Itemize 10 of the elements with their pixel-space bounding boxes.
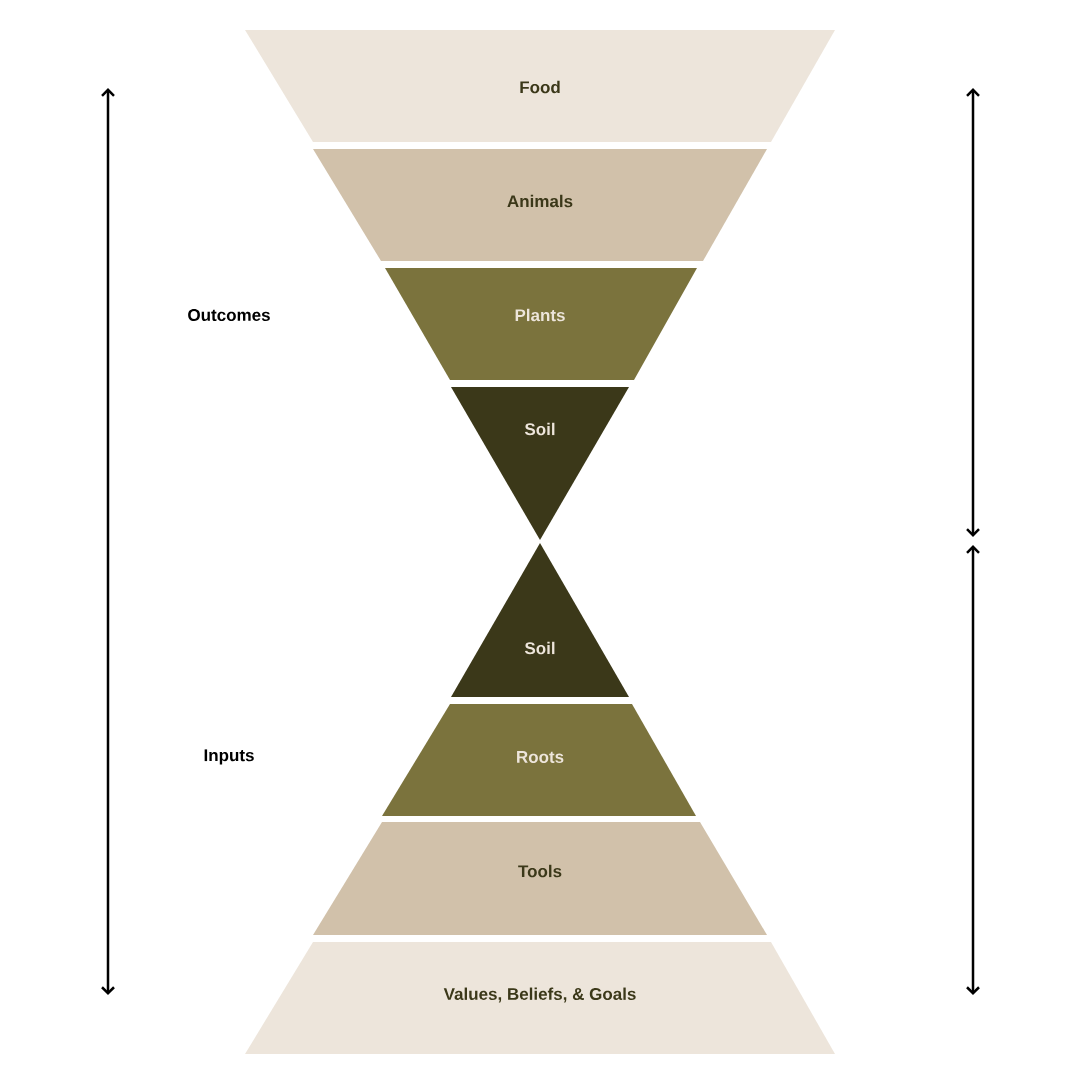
- funnel-band: Food: [245, 30, 835, 142]
- funnel-band: Soil: [451, 387, 629, 540]
- funnel-band: Soil: [451, 543, 629, 697]
- side-label: Outcomes: [188, 309, 270, 322]
- funnel-band: Plants: [385, 268, 697, 380]
- funnel-band: Tools: [313, 822, 767, 935]
- funnel-band: Animals: [313, 149, 767, 261]
- funnel-band: Values, Beliefs, & Goals: [245, 942, 835, 1054]
- side-label: Inputs: [204, 749, 254, 765]
- funnel-band: Roots: [382, 704, 696, 816]
